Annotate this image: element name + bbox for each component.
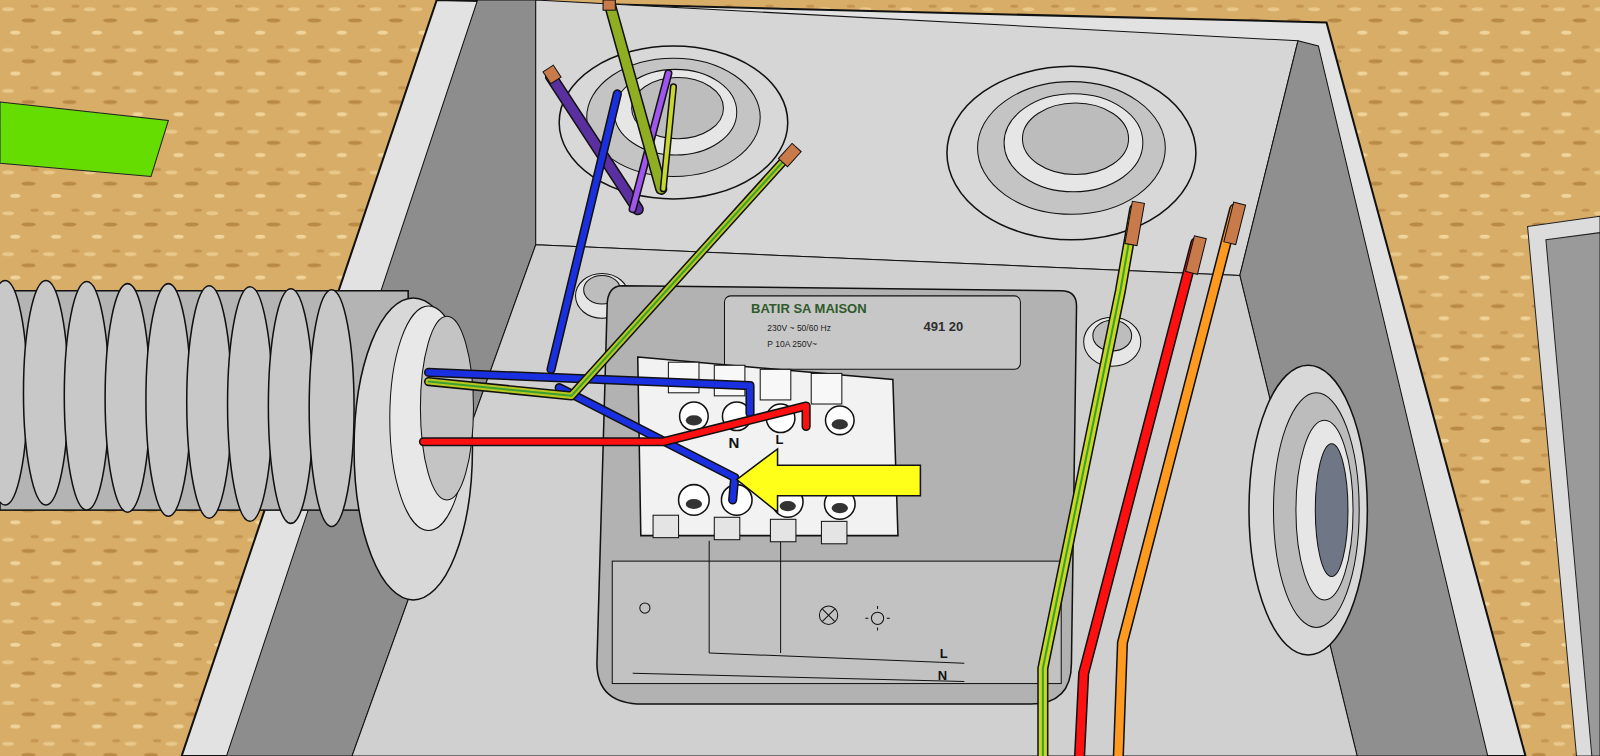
product-code: 491 20 [923, 320, 963, 334]
neutral-label: N [938, 669, 947, 683]
brand-name: BATIR SA MAISON [751, 302, 867, 316]
line-label: L [940, 647, 948, 661]
voltage-rating: 230V ~ 50/60 Hz [767, 324, 831, 333]
power-rating: P 10A 250V~ [767, 340, 817, 349]
terminal-label: L [776, 433, 784, 447]
terminal-label: N [729, 435, 740, 452]
